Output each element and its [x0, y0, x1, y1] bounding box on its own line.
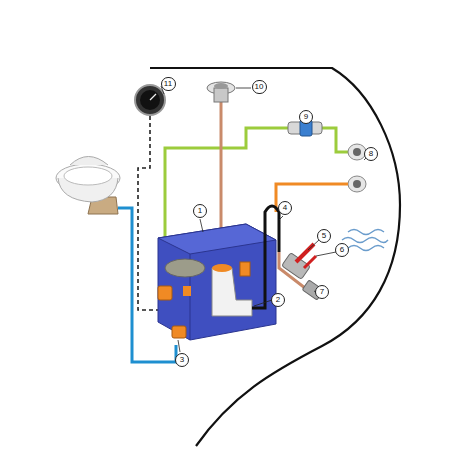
callout-number: 7 — [315, 285, 329, 299]
callout-number: 2 — [271, 293, 285, 307]
holding-tank — [158, 224, 276, 340]
callout-number: 5 — [317, 229, 331, 243]
hull-outline — [150, 68, 400, 446]
seacock-valve — [282, 244, 316, 279]
callout-number: 8 — [364, 147, 378, 161]
callout-number: 9 — [299, 110, 313, 124]
toilet — [56, 157, 120, 215]
leader-lines — [161, 86, 366, 352]
level-gauge — [135, 85, 165, 115]
callout-number: 11 — [161, 77, 176, 91]
callout-number: 4 — [278, 201, 292, 215]
water-waves — [342, 230, 388, 251]
deck-fitting — [207, 82, 235, 102]
callout-number: 10 — [252, 80, 267, 94]
callout-number: 3 — [175, 353, 189, 367]
callout-number: 6 — [335, 243, 349, 257]
callout-number: 1 — [193, 204, 207, 218]
